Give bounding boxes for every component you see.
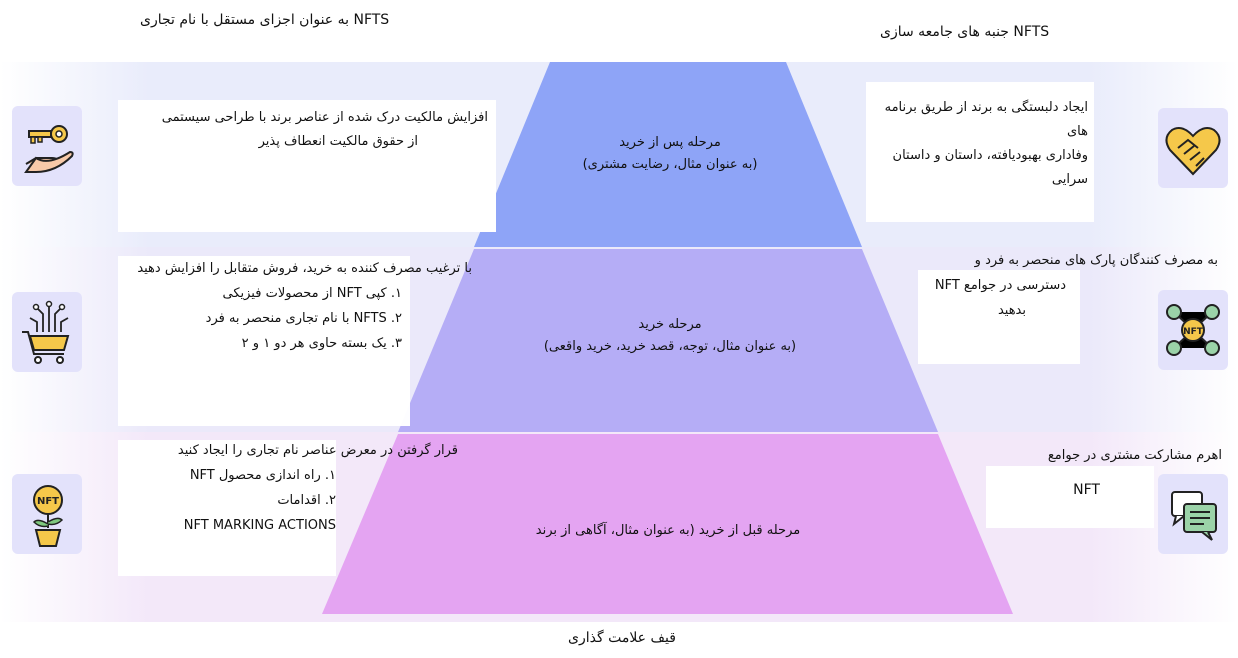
left-top-line2: از حقوق مالکیت انعطاف پذیر	[258, 134, 418, 149]
tier-top-line2: (به عنوان مثال، رضایت مشتری)	[582, 157, 758, 172]
right-middle-line3: بدهید	[997, 303, 1026, 318]
icon-tile-left-middle	[12, 292, 82, 372]
right-top-line1: ایجاد دلبستگی به برند از طریق برنامه های	[884, 100, 1088, 139]
tier-bottom-label: مرحله قبل از خرید (به عنوان مثال، آگاهی …	[488, 520, 848, 542]
svg-text:NFT: NFT	[1183, 327, 1204, 337]
left-bottom-heading: قرار گرفتن در معرض عناصر نام تجاری را ای…	[177, 443, 458, 458]
nft-plant-icon: NFT	[32, 485, 64, 547]
right-box-purchase	[918, 270, 1080, 364]
left-column-header: NFTS به عنوان اجزای مستقل با نام تجاری	[140, 12, 390, 28]
right-bottom-heading: اهرم مشارکت مشتری در جوامع	[1047, 448, 1222, 463]
icon-tile-right-middle: NFT	[1158, 290, 1228, 370]
right-bottom-line2: NFT	[1073, 482, 1100, 498]
icon-tile-left-top	[12, 106, 82, 186]
left-middle-text: با ترغیب مصرف کننده به خرید، فروش متقابل…	[60, 256, 472, 356]
left-bottom-text: قرار گرفتن در معرض عناصر نام تجاری را ای…	[50, 438, 458, 538]
tier-middle-line2: (به عنوان مثال، توجه، قصد خرید، خرید واق…	[543, 339, 797, 354]
right-top-line2: وفاداری بهبودیافته، داستان و داستان سرای…	[892, 148, 1088, 187]
chat-message-icon	[1171, 491, 1217, 541]
right-middle-heading: به مصرف کنندگان پارک های منحصر به فرد و	[974, 253, 1218, 268]
left-box-pre-purchase	[118, 440, 336, 576]
nft-network-icon: NFT	[1166, 304, 1220, 356]
left-bottom-item1: ۱. راه اندازی محصول NFT	[189, 468, 336, 483]
left-middle-item1: ۱. کپی NFT از محصولات فیزیکی	[222, 286, 403, 301]
tier-top-line1: مرحله پس از خرید	[619, 135, 721, 150]
tier-top-label: مرحله پس از خرید (به عنوان مثال، رضایت م…	[560, 132, 780, 176]
right-bottom-text: اهرم مشارکت مشتری در جوامع NFT	[960, 442, 1222, 504]
left-bottom-item2: ۲. اقدامات	[277, 493, 336, 508]
left-bottom-item3: NFT MARKING ACTIONS	[183, 518, 336, 533]
left-middle-item3: ۳. یک بسته حاوی هر دو ۱ و ۲	[241, 336, 402, 351]
funnel-tier-top	[474, 62, 862, 247]
svg-text:NFT: NFT	[37, 496, 59, 507]
icon-tile-right-top	[1158, 108, 1228, 188]
left-middle-item2: ۲. NFTS با نام تجاری منحصر به فرد	[205, 311, 402, 326]
tier-middle-label: مرحله خرید (به عنوان مثال، توجه، قصد خری…	[510, 314, 830, 358]
left-box-post-purchase: افزایش مالکیت درک شده از عناصر برند با ط…	[118, 100, 496, 232]
right-box-pre-purchase	[986, 466, 1154, 528]
shopping-cart-circuit-icon	[22, 300, 70, 364]
right-column-header: NFTS جنبه های جامعه سازی	[880, 24, 1050, 40]
icon-tile-right-bottom	[1158, 474, 1228, 554]
key-hand-icon	[24, 125, 74, 173]
funnel-tier-middle	[398, 249, 938, 432]
diagram-caption: قیف علامت گذاری	[568, 630, 676, 646]
tier-middle-line1: مرحله خرید	[638, 317, 702, 332]
right-middle-text: به مصرف کنندگان پارک های منحصر به فرد و …	[880, 248, 1218, 323]
heart-handshake-icon	[1165, 127, 1221, 176]
funnel-tier-bottom	[322, 434, 1013, 614]
right-middle-line2: دسترسی در جوامع NFT	[934, 278, 1066, 293]
right-box-post-purchase: ایجاد دلبستگی به برند از طریق برنامه های…	[866, 82, 1094, 222]
left-middle-heading: با ترغیب مصرف کننده به خرید، فروش متقابل…	[137, 261, 472, 276]
icon-tile-left-bottom: NFT	[12, 474, 82, 554]
tier-bottom-line1: مرحله قبل از خرید (به عنوان مثال، آگاهی …	[535, 523, 801, 538]
left-box-purchase	[118, 256, 410, 426]
left-top-line1: افزایش مالکیت درک شده از عناصر برند با ط…	[161, 110, 488, 125]
